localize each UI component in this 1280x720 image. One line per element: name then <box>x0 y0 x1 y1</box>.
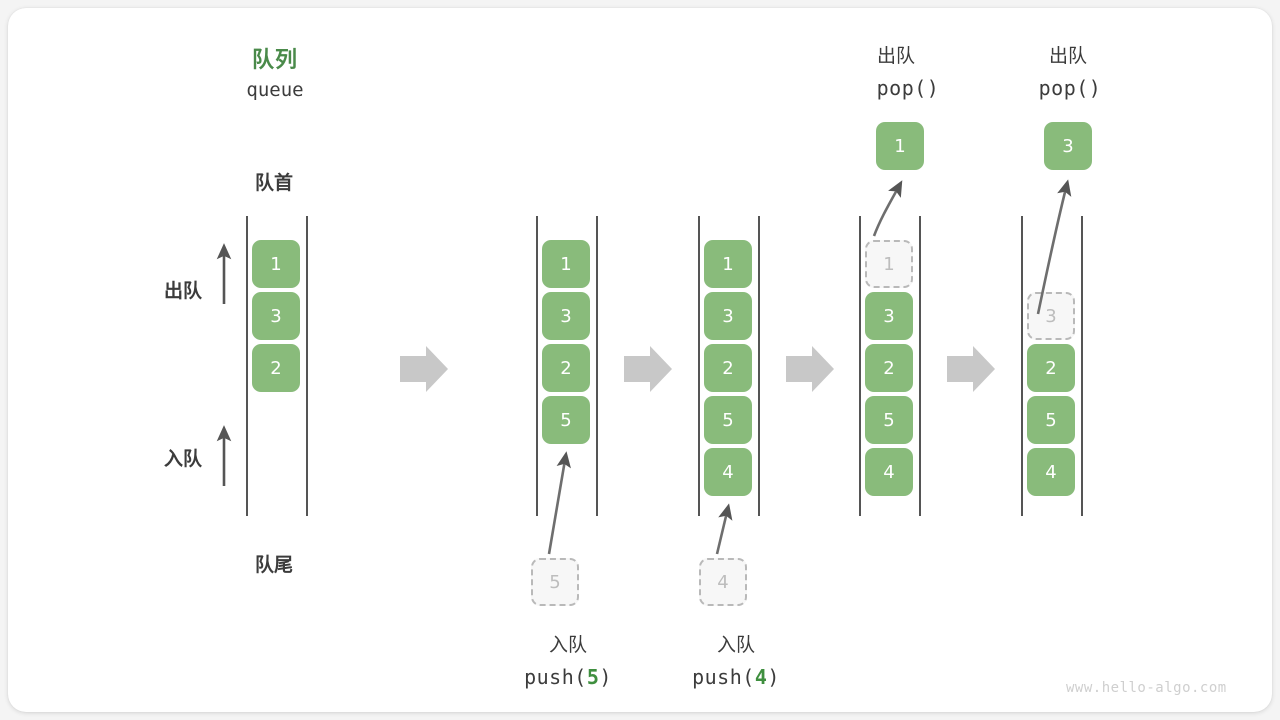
dequeue-caption-code: pop() <box>876 76 940 100</box>
queue-cell: 4 <box>1027 448 1075 496</box>
queue-cell: 4 <box>704 448 752 496</box>
step-arrow-1 <box>400 346 448 392</box>
push-code-value: 4 <box>754 665 768 689</box>
queue-cell: 2 <box>252 344 300 392</box>
arrow-overlay <box>216 179 1072 555</box>
rail-left-col3 <box>698 216 700 516</box>
queue-cell: 1 <box>252 240 300 288</box>
rail-right-col5 <box>1081 216 1083 516</box>
step-arrow-4 <box>947 346 995 392</box>
dequeue-direction-label: 出队 <box>163 281 203 302</box>
diagram-card: 队列 queue 队首 队尾 出队 入队 1 3 2 1 3 2 5 5 入队 … <box>8 8 1272 712</box>
push-code-prefix: push( <box>692 665 755 689</box>
queue-cell: 1 <box>542 240 590 288</box>
pop-1-arrow <box>872 180 903 237</box>
enqueue-direction-label: 入队 <box>163 449 203 470</box>
queue-tail-label: 队尾 <box>254 555 294 576</box>
rail-right-col2 <box>596 216 598 516</box>
queue-cell: 5 <box>704 396 752 444</box>
rail-right-col3 <box>758 216 760 516</box>
queue-cell: 3 <box>865 292 913 340</box>
incoming-element-placeholder: 5 <box>531 558 579 606</box>
push-code-suffix: ) <box>767 665 780 689</box>
queue-cell-vacated: 1 <box>865 240 913 288</box>
step-arrow-3 <box>786 346 834 392</box>
queue-cell: 5 <box>542 396 590 444</box>
dequeue-caption-code: pop() <box>1038 76 1102 100</box>
queue-cell: 2 <box>704 344 752 392</box>
rail-left-col2 <box>536 216 538 516</box>
diagram-title-cn: 队列 <box>251 47 299 72</box>
queue-cell: 2 <box>865 344 913 392</box>
push-code-value: 5 <box>586 665 600 689</box>
rail-left-col4 <box>859 216 861 516</box>
queue-cell: 5 <box>865 396 913 444</box>
push-4-arrow <box>715 503 733 555</box>
popped-element: 1 <box>876 122 924 170</box>
queue-cell: 3 <box>252 292 300 340</box>
queue-cell: 5 <box>1027 396 1075 444</box>
step-arrow-2 <box>624 346 672 392</box>
queue-cell: 3 <box>704 292 752 340</box>
rail-right-col4 <box>919 216 921 516</box>
dequeue-caption-cn: 出队 <box>1048 46 1088 67</box>
popped-element: 3 <box>1044 122 1092 170</box>
queue-cell: 2 <box>1027 344 1075 392</box>
enqueue-caption-cn: 入队 <box>548 635 588 656</box>
enqueue-caption-cn: 入队 <box>716 635 756 656</box>
rail-left-col5 <box>1021 216 1023 516</box>
diagram-title-en: queue <box>246 79 304 101</box>
queue-cell: 4 <box>865 448 913 496</box>
enqueue-caption-code: push(5) <box>524 665 612 689</box>
queue-head-label: 队首 <box>254 173 294 194</box>
enqueue-caption-code: push(4) <box>692 665 780 689</box>
watermark: www.hello-algo.com <box>1066 680 1227 696</box>
rail-left-col1 <box>246 216 248 516</box>
queue-cell-vacated: 3 <box>1027 292 1075 340</box>
push-code-prefix: push( <box>524 665 587 689</box>
queue-cell: 2 <box>542 344 590 392</box>
push-5-arrow <box>547 451 571 555</box>
queue-cell: 3 <box>542 292 590 340</box>
push-code-suffix: ) <box>599 665 612 689</box>
rail-right-col1 <box>306 216 308 516</box>
dequeue-caption-cn: 出队 <box>876 46 916 67</box>
queue-cell: 1 <box>704 240 752 288</box>
incoming-element-placeholder: 4 <box>699 558 747 606</box>
